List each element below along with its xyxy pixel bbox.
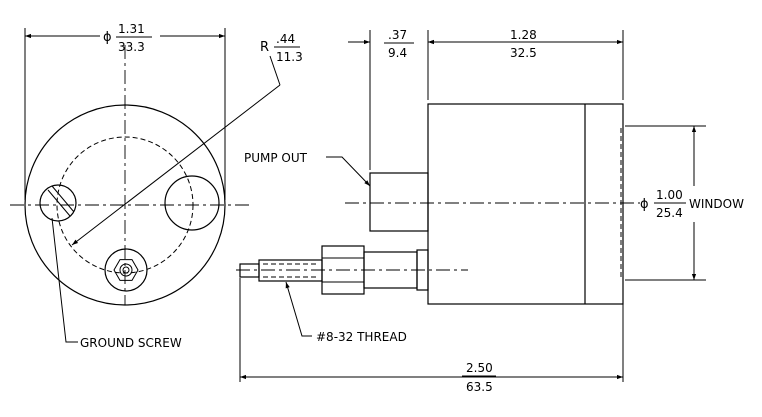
front-view: ϕ 1.31 33.3 R .44 11.3 GROUND SCREW: [10, 22, 303, 350]
diameter-symbol: ϕ: [103, 30, 112, 45]
window-mm: 25.4: [656, 206, 683, 220]
window-symbol: ϕ: [640, 197, 649, 212]
nut-bore: [122, 266, 130, 274]
stud-tip: [239, 263, 260, 278]
thread-label: #8-32 THREAD: [316, 330, 407, 344]
radius-mm: 11.3: [276, 50, 303, 64]
radius-symbol: R: [260, 40, 269, 55]
flange-inch: .37: [388, 28, 407, 42]
radius-leader-tail: [269, 55, 281, 86]
ground-screw-slot-2: [51, 185, 75, 213]
radius-leader: [71, 84, 281, 246]
window-suffix: WINDOW: [689, 197, 744, 211]
ground-screw-slot: [47, 189, 71, 217]
thread-leader: [285, 281, 312, 337]
nut-hex: [113, 259, 139, 281]
window-inch: 1.00: [656, 188, 683, 202]
nut-inner: [119, 263, 133, 277]
body-length-inch: 1.28: [510, 28, 537, 42]
pump-out-leader: [326, 156, 371, 187]
side-view: PUMP OUT #8-32 THREAD .37 9.4 1.28 32.5: [236, 28, 744, 394]
pump-out-flange: [369, 172, 429, 232]
overall-inch: 2.50: [466, 361, 493, 375]
side-port: [164, 175, 220, 231]
nut-outer: [104, 248, 148, 292]
diameter-mm: 33.3: [118, 40, 145, 54]
pump-out-label: PUMP OUT: [244, 151, 308, 165]
ground-screw-leader: [51, 217, 78, 343]
overall-mm: 63.5: [466, 380, 493, 394]
ground-screw-hole: [39, 184, 77, 222]
radius-inch: .44: [276, 32, 295, 46]
thread-stud: [258, 259, 323, 282]
diameter-inch: 1.31: [118, 22, 145, 36]
main-body: [427, 103, 624, 305]
flange-mm: 9.4: [388, 46, 407, 60]
ground-screw-label: GROUND SCREW: [80, 336, 182, 350]
body-length-mm: 32.5: [510, 46, 537, 60]
